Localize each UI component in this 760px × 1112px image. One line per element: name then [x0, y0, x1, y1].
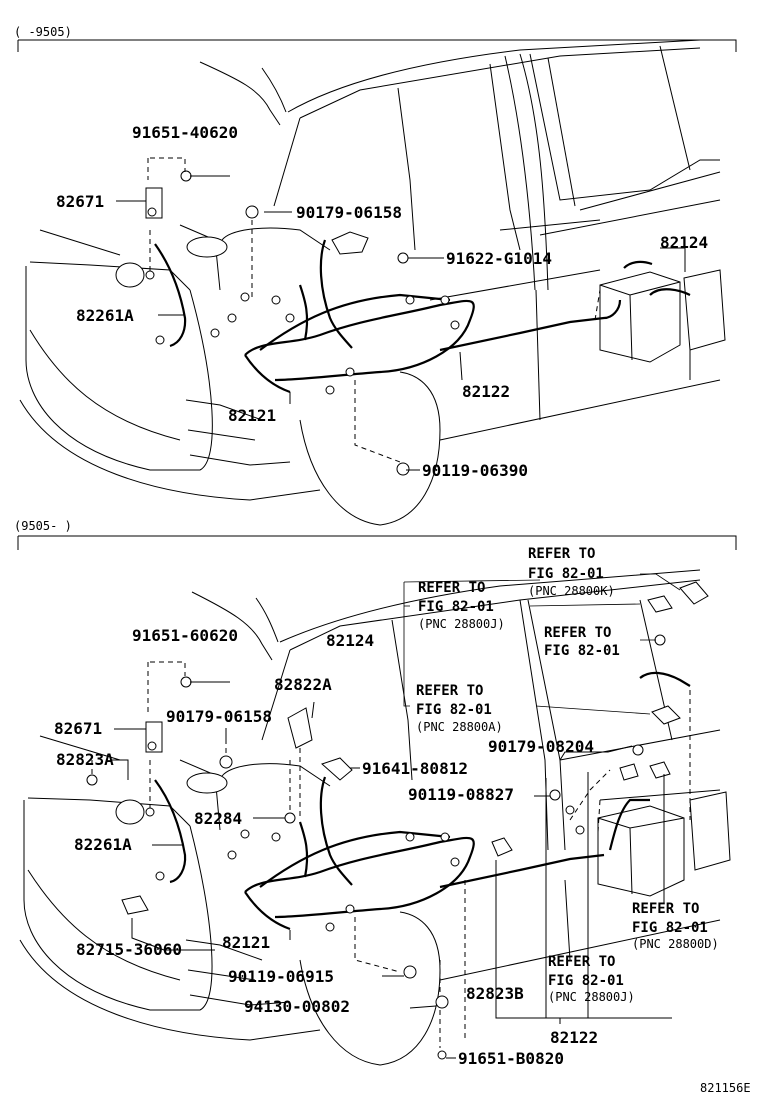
refer-fig: FIG 82-01	[418, 599, 494, 615]
label-91651-60620: 91651-60620	[132, 626, 238, 645]
label-90179-08204: 90179-08204	[488, 737, 594, 756]
label-82715-36060: 82715-36060	[76, 940, 182, 959]
refer-pnc: (PNC 28800D)	[632, 937, 719, 951]
label-82823a: 82823A	[56, 750, 114, 769]
refer-line: REFER TO	[632, 901, 699, 917]
refer-pnc: (PNC 28800J)	[548, 990, 635, 1004]
wire-harness-top	[145, 239, 622, 395]
label-90119-08827: 90119-08827	[408, 785, 514, 804]
label-90179-06158-bottom: 90179-06158	[166, 707, 272, 726]
refer-to-block: REFER TO FIG 82-01 (PNC 28800D)	[632, 901, 719, 951]
label-82284: 82284	[194, 809, 242, 828]
section-range-bottom: (9505- )	[14, 519, 72, 533]
label-94130-00802: 94130-00802	[244, 997, 350, 1016]
refer-line: REFER TO	[548, 954, 615, 970]
section-bottom: (9505- )	[14, 519, 737, 1068]
refer-to-block: REFER TO FIG 82-01 (PNC 28800K)	[528, 546, 615, 598]
refer-fig: FIG 82-01	[544, 643, 620, 659]
vehicle-body-top	[19, 39, 721, 526]
refer-to-block: REFER TO FIG 82-01 (PNC 28800J)	[418, 580, 505, 631]
section-bracket-top	[17, 39, 737, 52]
label-82122-top: 82122	[462, 382, 510, 401]
label-82124-top: 82124	[660, 233, 708, 252]
refer-pnc: (PNC 28800J)	[418, 617, 505, 631]
refer-to-block: REFER TO FIG 82-01 (PNC 28800J)	[548, 954, 635, 1004]
label-90179-06158-top: 90179-06158	[296, 203, 402, 222]
label-82124-bottom: 82124	[326, 631, 374, 650]
refer-fig: FIG 82-01	[416, 702, 492, 718]
label-82121-top: 82121	[228, 406, 276, 425]
label-82823b: 82823B	[466, 984, 524, 1003]
label-82822a: 82822A	[274, 675, 332, 694]
section-bracket-bottom	[17, 535, 737, 550]
relays-bottom	[86, 581, 731, 1060]
label-91651-40620-top: 91651-40620	[132, 123, 238, 142]
relays-top	[115, 170, 726, 476]
label-90119-06915: 90119-06915	[228, 967, 334, 986]
label-82261a-top: 82261A	[76, 306, 134, 325]
label-82261a-bottom: 82261A	[74, 835, 132, 854]
refer-to-block: REFER TO FIG 82-01	[544, 625, 620, 659]
refer-pnc: (PNC 28800K)	[528, 584, 615, 598]
label-91641-80812: 91641-80812	[362, 759, 468, 778]
figure-id: 821156E	[700, 1081, 751, 1095]
label-91651-b0820: 91651-B0820	[458, 1049, 564, 1068]
refer-to-block: REFER TO FIG 82-01 (PNC 28800A)	[416, 683, 503, 734]
label-82122-bottom: 82122	[550, 1028, 598, 1047]
refer-line: REFER TO	[418, 580, 485, 596]
leaders-bottom	[91, 573, 691, 1059]
wire-harness-bottom	[145, 776, 605, 932]
refer-fig: FIG 82-01	[528, 566, 604, 582]
refer-line: REFER TO	[544, 625, 611, 641]
refer-line: REFER TO	[528, 546, 595, 562]
label-90119-06390: 90119-06390	[422, 461, 528, 480]
label-91622-g1014: 91622-G1014	[446, 249, 552, 268]
label-82121-bottom: 82121	[222, 933, 270, 952]
section-range-top: ( -9505)	[14, 25, 72, 39]
section-top: ( -9505)	[14, 25, 737, 526]
label-82671-bottom: 82671	[54, 719, 102, 738]
leaders-top	[116, 157, 686, 471]
label-82671-top: 82671	[56, 192, 104, 211]
refer-pnc: (PNC 28800A)	[416, 720, 503, 734]
refer-line: REFER TO	[416, 683, 483, 699]
refer-fig: FIG 82-01	[548, 973, 624, 989]
refer-fig: FIG 82-01	[632, 920, 708, 936]
